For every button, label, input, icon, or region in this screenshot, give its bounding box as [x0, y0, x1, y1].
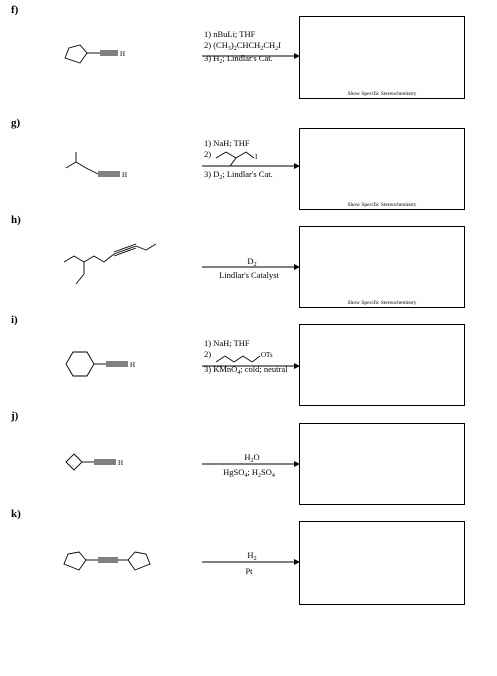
hydrogen-atom: H	[130, 361, 135, 369]
reaction-arrow	[202, 559, 300, 565]
pentyl-tosylate-reagent: OTs	[215, 351, 273, 363]
reagent-bottom-j: HgSO4; H2SO4	[223, 467, 275, 479]
problem-label-k: k)	[11, 508, 21, 520]
cyclohexane-ring	[65, 351, 95, 377]
triple-bond	[113, 245, 137, 255]
problem-label-f: f)	[11, 4, 19, 16]
molecule-dicyclopentylacetylene	[63, 551, 151, 571]
answer-box[interactable]: Show Specific Stereochemistry	[299, 226, 465, 308]
stereochemistry-note: Show Specific Stereochemistry	[347, 300, 417, 306]
answer-box[interactable]	[299, 423, 465, 505]
molecule-cyclohexylacetylene: H	[65, 351, 135, 377]
reagent-list-i: 1) NaH; THF 2) 3) KMnO4; cold; neutral	[204, 338, 288, 376]
reaction-arrow	[202, 461, 300, 467]
reagent-step-2: 2) (CH3)2CHCH2CH2I	[204, 40, 281, 52]
tosylate-group: OTs	[261, 351, 273, 359]
molecule-ethyloctyne	[63, 243, 157, 285]
reagent-list-f: 1) nBuLi; THF 2) (CH3)2CHCH2CH2I 3) H2; …	[204, 29, 281, 65]
iodine-atom: I	[255, 153, 258, 161]
molecule-cyclobutylacetylene: H	[65, 453, 123, 471]
problem-label-j: j)	[11, 410, 19, 422]
reagent-top-j: H2O	[244, 452, 260, 464]
cyclobutane-ring	[65, 453, 83, 471]
reagent-list-g: 1) NaH; THF 2) 3) D2; Lindlar's Cat.	[204, 138, 273, 181]
molecule-cyclopentylacetylene: H	[64, 44, 125, 64]
cyclopentane-ring	[64, 44, 88, 64]
reagent-top-h: D2	[247, 256, 257, 268]
alkyl-halide-reagent: I	[215, 151, 258, 167]
stereochemistry-note: Show Specific Stereochemistry	[347, 91, 417, 97]
cyclopentane-ring-right	[127, 551, 151, 571]
cyclopentane-ring-left	[63, 551, 87, 571]
reagent-top-k: H2	[247, 550, 257, 562]
problem-label-g: g)	[11, 117, 21, 129]
answer-box[interactable]: Show Specific Stereochemistry	[299, 16, 465, 99]
hydrogen-atom: H	[120, 50, 125, 58]
stereochemistry-note: Show Specific Stereochemistry	[347, 202, 417, 208]
reaction-arrow	[202, 163, 300, 169]
problem-label-h: h)	[11, 214, 21, 226]
reagent-bottom-k: Pt	[245, 566, 253, 576]
molecule-methylpentyne: H	[65, 152, 127, 179]
reaction-arrow	[202, 264, 300, 270]
reagent-bottom-h: Lindlar's Catalyst	[219, 270, 279, 280]
answer-box[interactable]	[299, 521, 465, 605]
hydrogen-atom: H	[122, 171, 127, 179]
problem-label-i: i)	[11, 314, 18, 326]
reaction-arrow	[202, 363, 300, 369]
answer-box[interactable]: Show Specific Stereochemistry	[299, 128, 465, 210]
answer-box[interactable]	[299, 324, 465, 406]
reaction-arrow	[202, 53, 300, 59]
hydrogen-atom: H	[118, 459, 123, 467]
